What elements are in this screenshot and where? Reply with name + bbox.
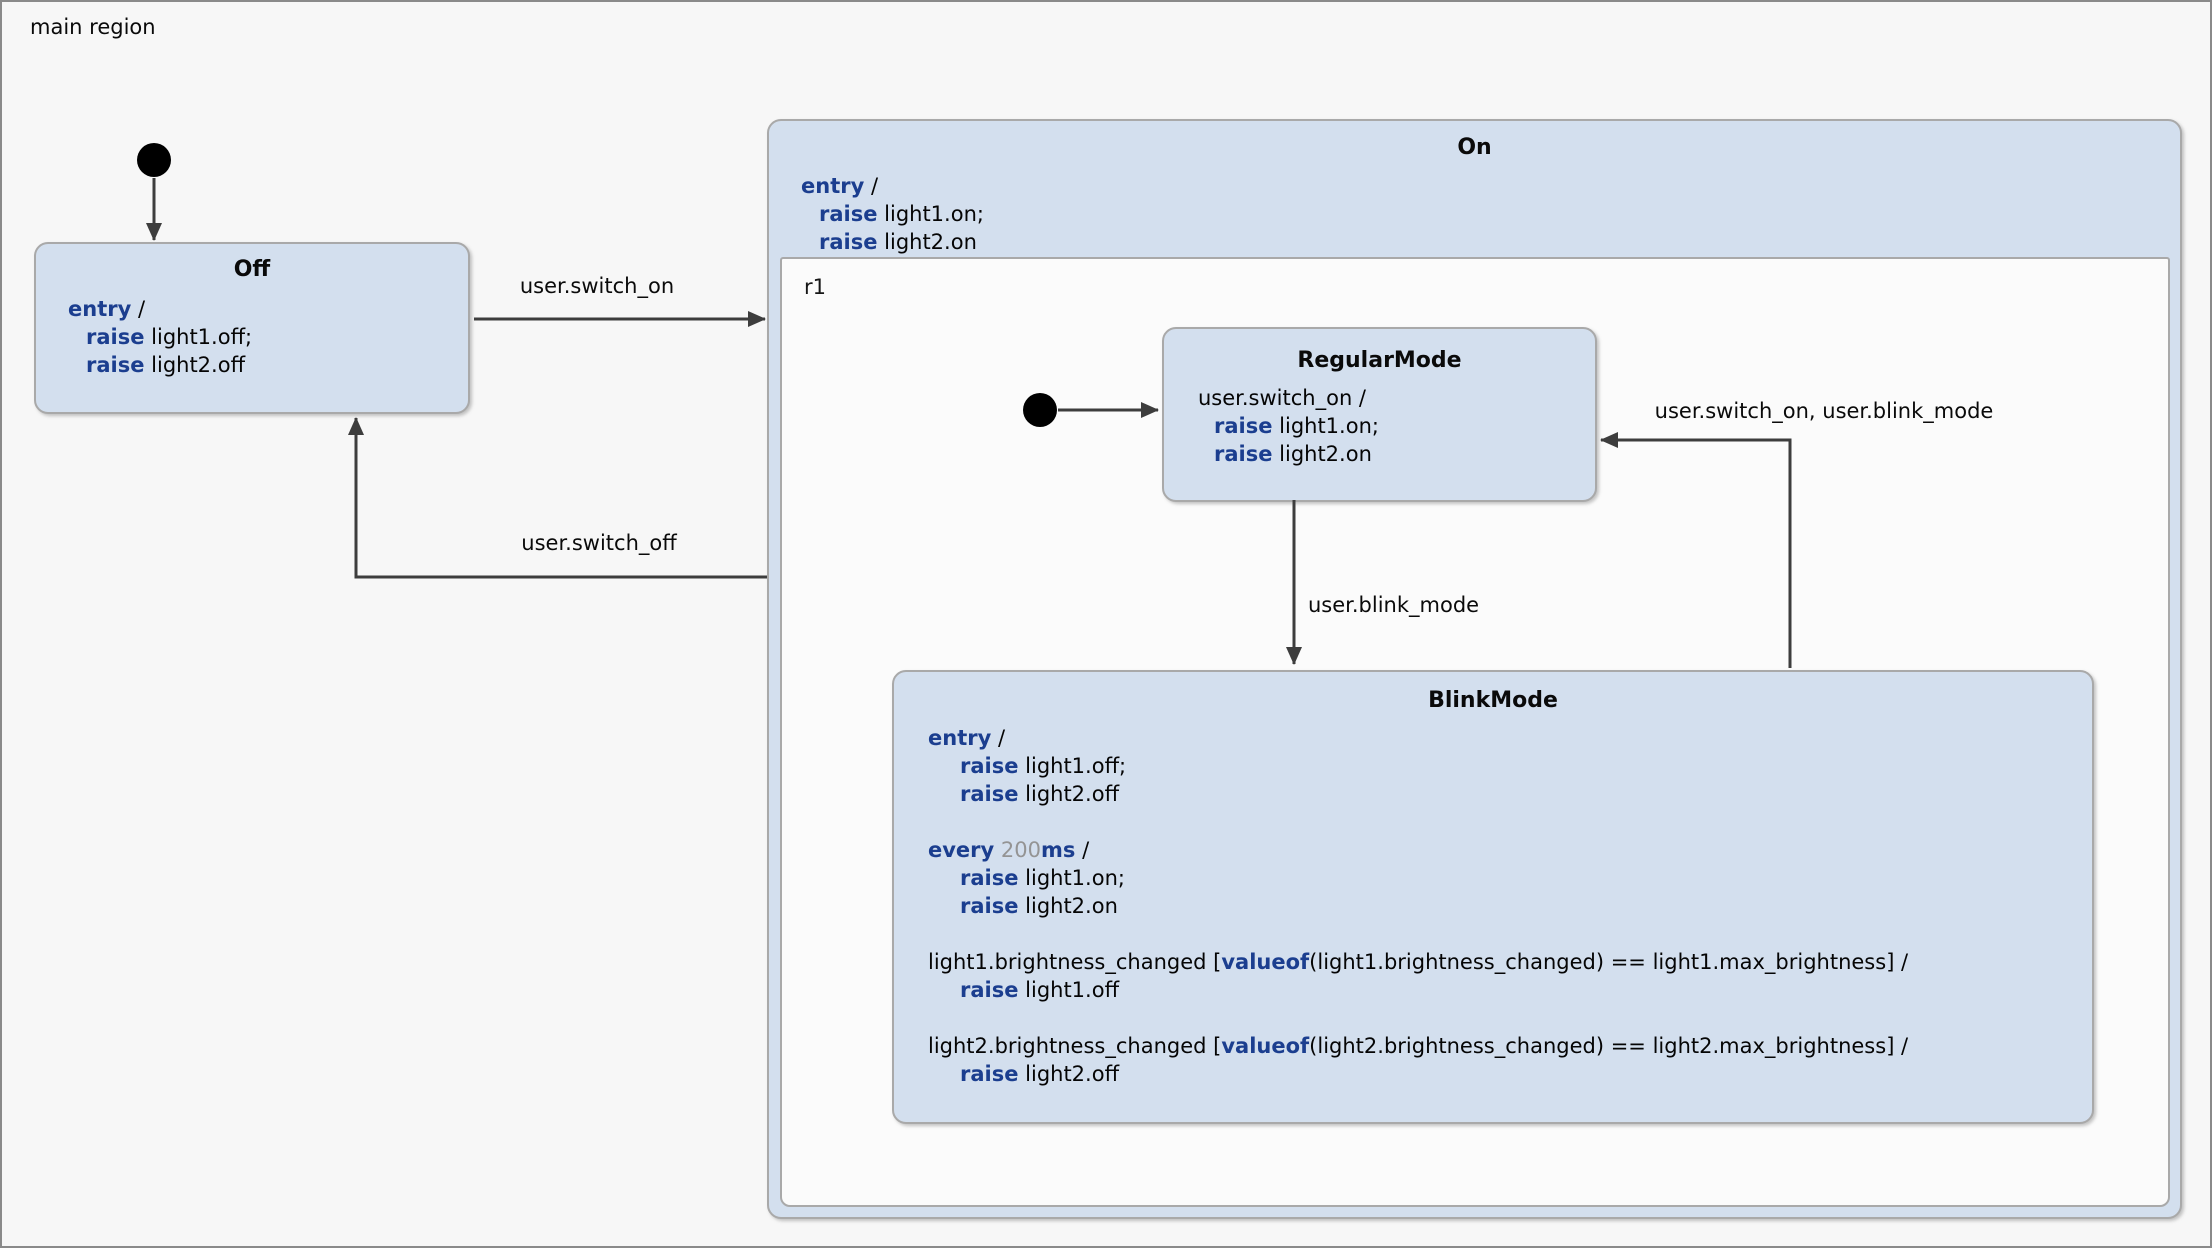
initial-state-dot-r1[interactable] (1023, 393, 1057, 427)
state-on[interactable]: On entry /raise light1.on;raise light2.o… (767, 119, 2182, 1219)
state-regularmode-body: user.switch_on /raise light1.on;raise li… (1198, 386, 1379, 466)
state-off[interactable]: Off entry /raise light1.off;raise light2… (34, 242, 470, 414)
state-blinkmode-title: BlinkMode (1428, 688, 1558, 713)
transition-on-to-off[interactable] (348, 417, 767, 579)
transition-label-switch-on-blink-mode[interactable]: user.switch_on, user.blink_mode (1654, 399, 1994, 423)
region-r1-label: r1 (804, 275, 826, 299)
state-blinkmode[interactable]: BlinkMode entry /raise light1.off;raise … (892, 670, 2094, 1124)
state-regularmode-title: RegularMode (1297, 348, 1462, 373)
region-r1[interactable]: r1 RegularMode user.switch_on /raise lig… (780, 257, 2170, 1207)
state-off-body: entry /raise light1.off;raise light2.off (68, 297, 253, 377)
state-off-title: Off (233, 257, 271, 282)
state-on-title: On (1457, 135, 1492, 160)
state-blinkmode-body: entry /raise light1.off;raise light2.off… (928, 726, 1909, 1086)
state-on-entry-actions: entry /raise light1.on;raise light2.on (801, 174, 984, 254)
transition-blinkmode-to-regularmode[interactable] (1600, 432, 1792, 668)
state-regularmode[interactable]: RegularMode user.switch_on /raise light1… (1162, 327, 1597, 502)
transition-label-blink-mode[interactable]: user.blink_mode (1308, 593, 1480, 617)
transition-label-switch-off[interactable]: user.switch_off (521, 531, 677, 555)
initial-state-dot-main[interactable] (137, 143, 171, 177)
main-region-label: main region (30, 15, 156, 39)
transition-label-switch-on[interactable]: user.switch_on (519, 274, 675, 298)
